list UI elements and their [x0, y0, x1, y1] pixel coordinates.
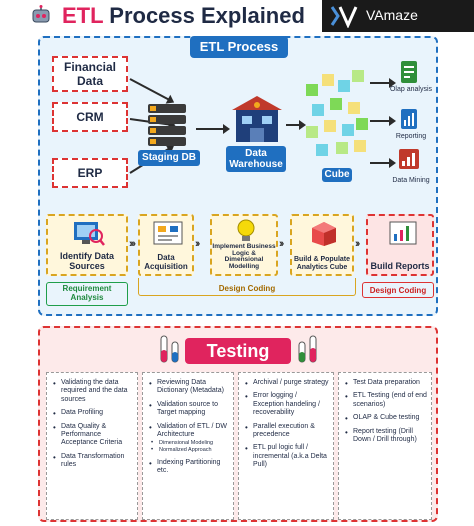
testing-item: Data Quality & Performance Acceptance Cr…: [53, 423, 133, 448]
etl-process-panel: ETL Process Financial Data CRM ERP Stagi…: [38, 36, 438, 316]
staging-db-label: Staging DB: [138, 150, 200, 166]
cube-label: Cube: [322, 168, 352, 182]
chevrons-1: ›››: [129, 238, 136, 250]
testing-column-2: Reviewing Data Dictionary (Metadata) Val…: [142, 372, 234, 520]
phase-design-coding-reports: Design Coding: [362, 282, 434, 298]
data-acquisition-icon: [153, 221, 183, 245]
testing-item: OLAP & Cube testing: [345, 414, 427, 424]
data-warehouse-icon: [232, 96, 282, 142]
testing-column-1: Validating the data required and the dat…: [46, 372, 138, 520]
brand-banner: VAmaze: [322, 0, 474, 32]
identify-sources-icon: [74, 222, 105, 246]
test-tubes-right-icon: [298, 335, 317, 363]
step-data-acquisition: Data Acquisition: [138, 214, 194, 276]
testing-item: Report testing (Drill Down / Drill throu…: [345, 428, 427, 445]
phase-design-coding: Design Coding: [218, 284, 276, 293]
staging-db-icon: [148, 104, 186, 146]
red-cube-icon: [312, 222, 336, 246]
step-build-cube-label: Build & Populate Analytics Cube: [294, 256, 350, 271]
title-etl: ETL: [62, 3, 104, 28]
header: ETL Process Explained VAmaze: [0, 0, 474, 32]
data-warehouse-label: Data Warehouse: [226, 146, 286, 172]
data-mining-icon: [399, 149, 419, 169]
testing-item: Archival / purge strategy: [245, 379, 329, 389]
chevrons-2: ››: [195, 238, 201, 250]
source-crm: CRM: [52, 102, 128, 132]
cube-icon: [306, 70, 368, 156]
vamaze-logo-icon: [330, 6, 358, 28]
step-build-cube: Build & Populate Analytics Cube: [290, 214, 354, 276]
lightbulb-icon: [237, 219, 255, 241]
step-identify-data-sources-label: Identify Data Sources: [59, 251, 114, 271]
testing-title: Testing: [185, 338, 291, 364]
source-financial-data: Financial Data: [52, 56, 128, 92]
testing-item: Parallel execution & precedence: [245, 423, 329, 440]
testing-panel: Testing Validating the data required and…: [38, 326, 438, 522]
testing-item: Data Transformation rules: [53, 453, 133, 470]
arrow-financial-to-staging: [129, 78, 173, 103]
phase-requirement-analysis: Requirement Analysis: [46, 282, 128, 306]
data-mining-label: Data Mining: [392, 177, 430, 184]
arrow-dw-to-cube: [286, 120, 306, 130]
testing-subitem: Normalized Approach: [149, 447, 229, 454]
arrow-cube-to-mining: [370, 158, 396, 168]
testing-item: ETL pul logic full / incremental (a.k.a …: [245, 444, 329, 469]
source-erp: ERP: [52, 158, 128, 188]
testing-item: Data Profiling: [53, 409, 133, 419]
arrow-staging-to-dw: [196, 124, 230, 134]
etl-process-title: ETL Process: [190, 36, 288, 58]
chevrons-4: ››: [355, 238, 361, 250]
step-data-acquisition-label: Data Acquisition: [144, 253, 188, 271]
testing-subitem: Dimensional Modeling: [149, 440, 229, 447]
page-title: ETL Process Explained: [62, 3, 305, 29]
step-business-logic: Implement Business Logic & Dimensional M…: [210, 214, 278, 276]
arrow-cube-to-reporting: [370, 116, 396, 126]
reporting-label: Reporting: [395, 133, 427, 140]
step-build-reports-label: Build Reports: [370, 260, 430, 271]
test-tubes-left-icon: [160, 335, 179, 363]
olap-analysis-icon: [401, 61, 417, 83]
testing-item: Error logging / Exception handeling / re…: [245, 392, 329, 417]
step-identify-data-sources: Identify Data Sources: [46, 214, 128, 276]
testing-item: Validating the data required and the dat…: [53, 379, 133, 404]
brand-name: VAmaze: [366, 7, 418, 23]
testing-item: Validation source to Target mapping: [149, 401, 229, 418]
testing-item: Reviewing Data Dictionary (Metadata): [149, 379, 229, 396]
olap-analysis-label: Olap analysis: [389, 86, 433, 93]
robot-icon: [32, 5, 50, 23]
reporting-icon: [401, 109, 417, 129]
design-coding-bracket: [138, 278, 356, 296]
build-reports-icon: [389, 221, 417, 245]
chevrons-3: ››: [279, 238, 285, 250]
testing-item: Validation of ETL / DW Architecture: [149, 423, 229, 440]
testing-column-3: Archival / purge strategy Error logging …: [238, 372, 334, 520]
testing-item: Indexing Partitioning etc.: [149, 459, 229, 476]
title-rest: Process Explained: [103, 3, 305, 28]
testing-item: Test Data preparation: [345, 379, 427, 389]
step-business-logic-label: Implement Business Logic & Dimensional M…: [212, 242, 276, 271]
testing-column-4: Test Data preparation ETL Testing (end o…: [338, 372, 432, 520]
step-build-reports: Build Reports: [366, 214, 434, 276]
arrow-cube-to-olap: [370, 78, 396, 88]
testing-item: ETL Testing (end of end scenarios): [345, 392, 427, 409]
